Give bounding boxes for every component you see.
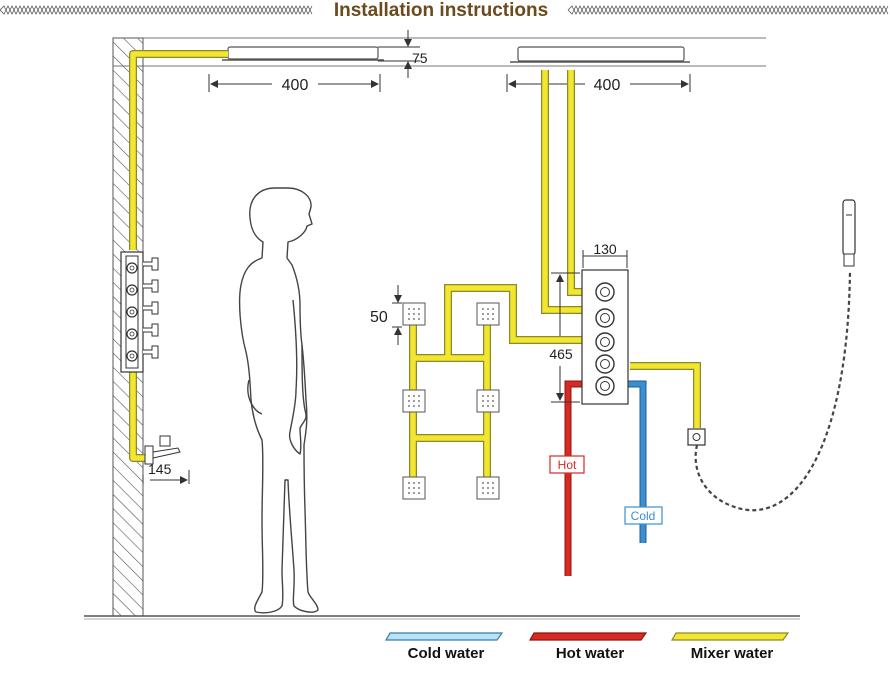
floor <box>84 615 800 620</box>
dimension-valve-height: 465 <box>549 272 580 403</box>
cold-label: Cold <box>631 509 656 523</box>
dimension-rain-head-right: 400 <box>506 74 691 94</box>
body-jet <box>402 389 426 413</box>
body-jet <box>402 476 426 500</box>
dim-130-label: 130 <box>593 241 617 257</box>
dim-145-label: 145 <box>148 461 172 477</box>
hand-shower <box>687 199 856 512</box>
valve-knob-center <box>600 359 610 369</box>
legend-label: Cold water <box>408 645 485 662</box>
wall-panel-fitting <box>143 301 159 315</box>
dimension-rain-head-left: 400 <box>208 74 381 94</box>
legend: Cold water Hot water Mixer water <box>384 632 790 662</box>
wall-panel-fitting <box>143 279 159 293</box>
valve-knob-center <box>600 381 610 391</box>
legend-label: Hot water <box>556 645 625 662</box>
wall-panel-fitting <box>143 345 159 359</box>
dimension-valve-width: 130 <box>582 241 628 268</box>
wall-panel-knob-center <box>129 287 135 293</box>
body-jet <box>402 302 426 326</box>
tub-spout <box>144 435 181 465</box>
thermostatic-valve <box>581 269 629 405</box>
body-jet <box>476 302 500 326</box>
dim-465-label: 465 <box>549 346 573 362</box>
dimension-wall-outlet: 145 <box>142 461 190 484</box>
hot-label: Hot <box>558 458 577 472</box>
legend-label: Mixer water <box>691 645 774 662</box>
dim-50-label: 50 <box>370 309 388 326</box>
dim-75-label: 75 <box>412 50 428 66</box>
dimension-body-jet: 50 <box>370 285 402 345</box>
hot-label-box: Hot <box>549 455 585 474</box>
wall-panel-knob-center <box>129 265 135 271</box>
legend-item: Hot water <box>528 632 648 662</box>
body-jet <box>476 389 500 413</box>
human-figure <box>238 187 319 614</box>
valve-knob-center <box>600 337 610 347</box>
legend-swatch <box>670 632 790 641</box>
body-jets <box>402 302 500 500</box>
wall-panel-knob-center <box>129 353 135 359</box>
legend-item: Cold water <box>384 632 504 662</box>
title-ornament-right <box>567 5 889 15</box>
hand-shower-pipe <box>630 362 701 428</box>
cold-label-box: Cold <box>624 506 663 525</box>
legend-swatch <box>384 632 504 641</box>
legend-item: Mixer water <box>670 632 790 662</box>
mixer-pipe-wall <box>129 50 228 462</box>
ceiling <box>113 37 766 67</box>
valve-knob-center <box>600 313 610 323</box>
legend-swatch <box>528 632 648 641</box>
cold-water-pipe <box>622 380 647 543</box>
title-ornament-left <box>0 5 313 15</box>
rain-head-left <box>222 46 384 61</box>
wall-panel-knob-center <box>129 331 135 337</box>
wall-panel-fitting <box>143 257 159 271</box>
wall-panel-knob-center <box>129 309 135 315</box>
hot-water-pipe <box>564 380 587 576</box>
dim-400-left-label: 400 <box>282 77 309 94</box>
rain-head-right <box>510 46 690 63</box>
valve-knob-center <box>600 287 610 297</box>
dim-400-right-label: 400 <box>594 77 621 94</box>
body-jet <box>476 476 500 500</box>
page-title: Installation instructions <box>334 0 548 21</box>
title-banner: Installation instructions <box>0 0 889 21</box>
wall-valve-panel <box>120 251 159 373</box>
dimension-rain-head-gap: 75 <box>378 30 428 78</box>
wall-panel-fitting <box>143 323 159 337</box>
